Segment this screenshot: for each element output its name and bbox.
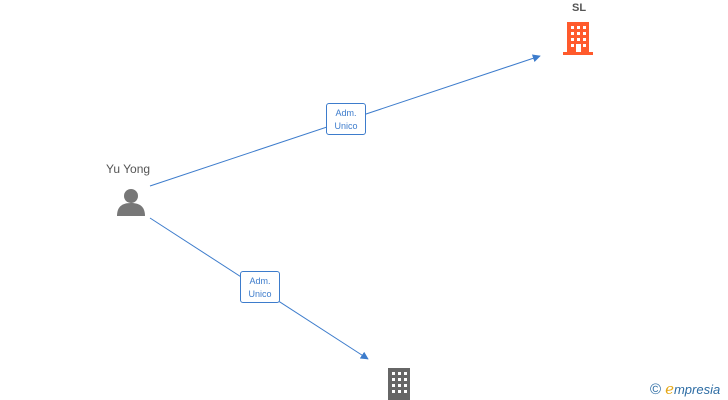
edge-label-line: Unico xyxy=(248,289,272,299)
edge-label-line: Unico xyxy=(334,121,358,131)
edge-label-line: Adm. xyxy=(335,108,357,118)
company-name-label[interactable]: SL xyxy=(572,2,587,14)
person-name-label[interactable]: Yu Yong xyxy=(106,162,151,176)
building-icon[interactable] xyxy=(388,368,410,400)
person-icon[interactable] xyxy=(117,189,145,216)
building-icon[interactable] xyxy=(563,22,593,55)
copyright-icon: © xyxy=(650,381,662,398)
edge-label-line: Adm. xyxy=(249,276,271,286)
brand-name: mpresia xyxy=(673,382,721,397)
edge-label-bottom: Adm. Unico xyxy=(240,271,280,303)
edge-label-top: Adm. Unico xyxy=(326,103,366,135)
brand-first-letter: e xyxy=(665,380,674,398)
brand-logo: ©empresia xyxy=(650,380,720,398)
